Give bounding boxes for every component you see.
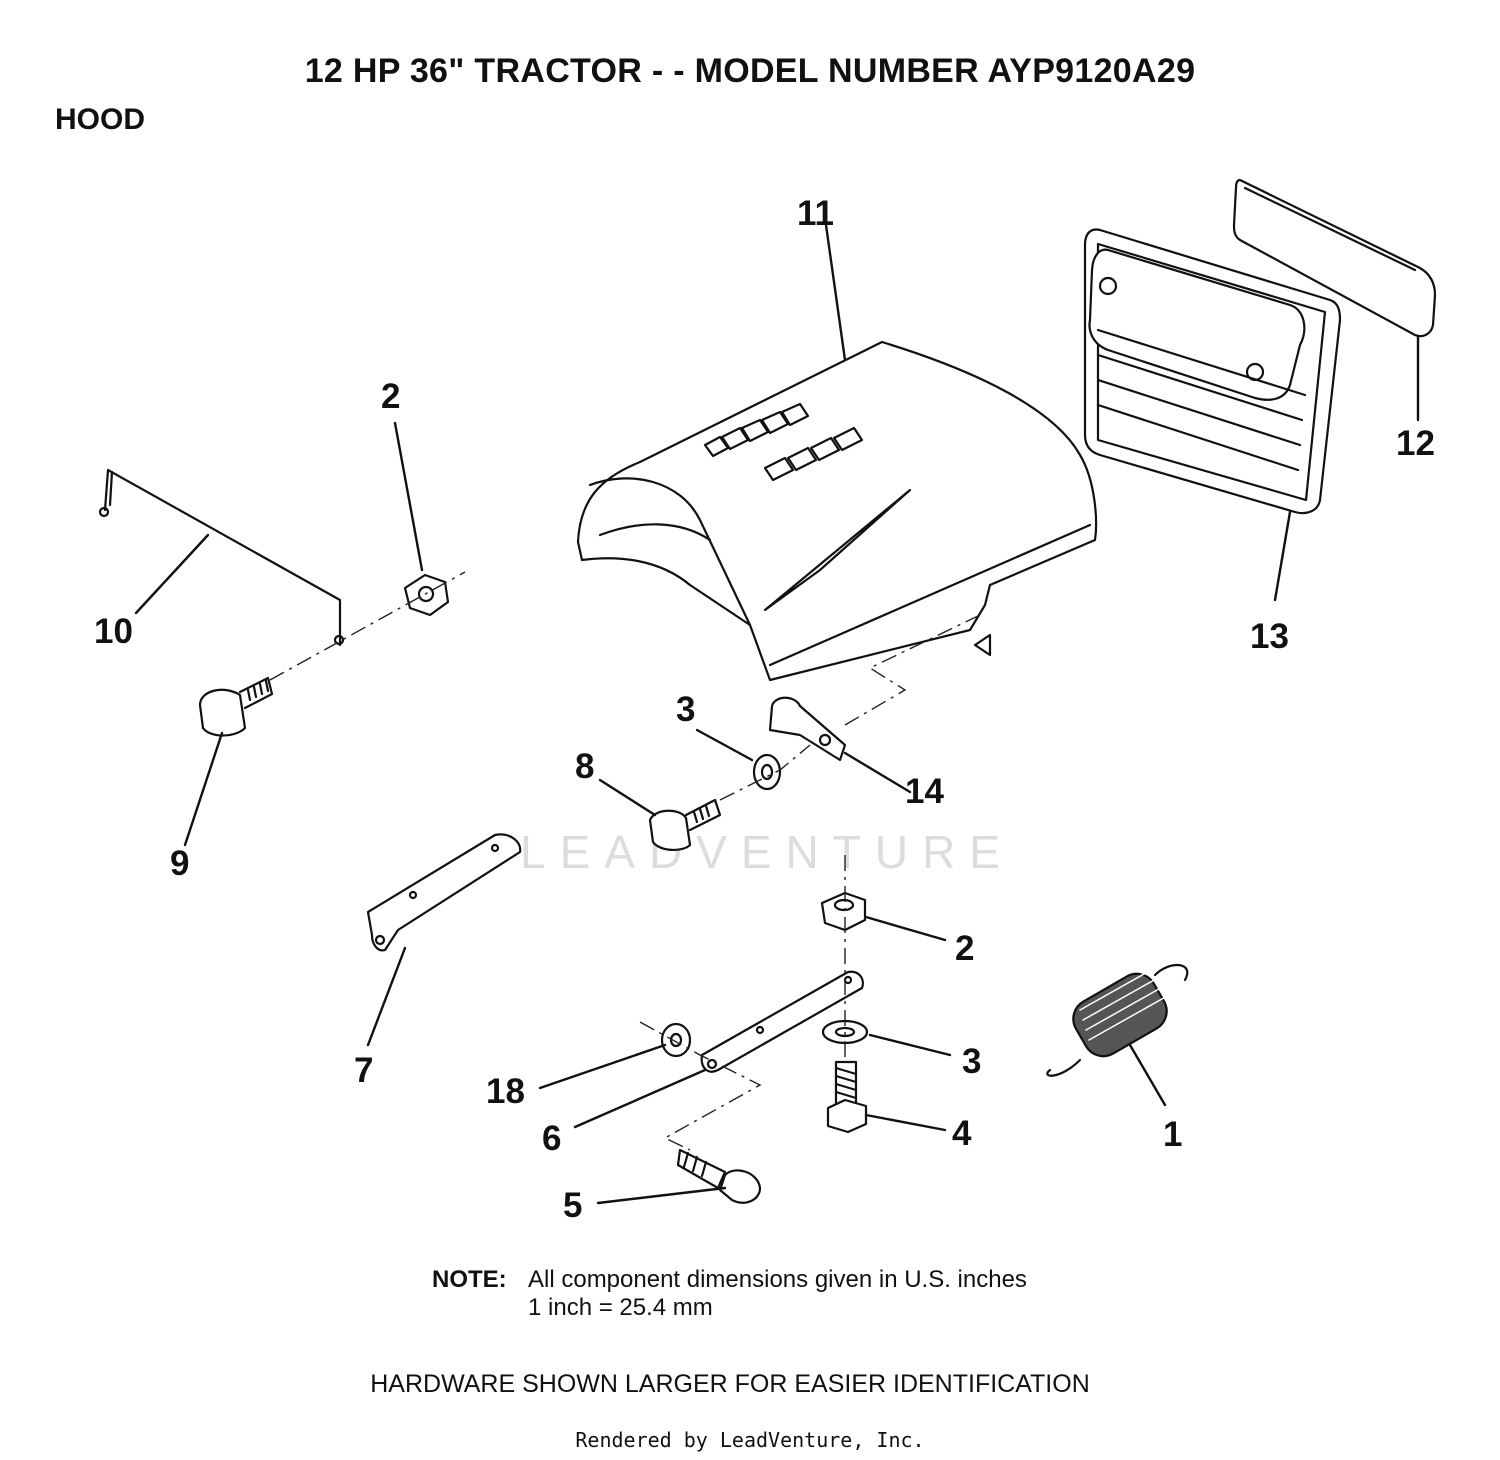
page-title: 12 HP 36" TRACTOR - - MODEL NUMBER AYP91… — [304, 52, 1196, 90]
callout-6: 6 — [542, 1119, 561, 1158]
shoulder-bolt-part[interactable] — [198, 676, 274, 737]
note-label: NOTE: — [432, 1266, 507, 1293]
footer-credit: Rendered by LeadVenture, Inc. — [575, 1428, 925, 1452]
callout-2-top: 2 — [381, 377, 400, 416]
section-title: HOOD — [55, 103, 145, 136]
callout-3-lower: 3 — [962, 1042, 981, 1081]
assembly-lines — [269, 571, 981, 1151]
grille-insert-part[interactable] — [1232, 178, 1437, 338]
leader-lines — [134, 223, 1420, 1205]
bolt-part[interactable] — [648, 798, 722, 851]
shoulder-bolt-lower-part[interactable] — [676, 1148, 762, 1204]
callout-5: 5 — [563, 1186, 582, 1225]
callout-7: 7 — [354, 1051, 373, 1090]
washer-upper-part[interactable] — [752, 753, 782, 791]
callout-13: 13 — [1250, 617, 1289, 656]
callout-8: 8 — [575, 747, 594, 786]
dimension-note: NOTE: All component dimensions given in U… — [432, 1266, 1027, 1322]
callout-1: 1 — [1163, 1115, 1182, 1154]
note-line-1: All component dimensions given in U.S. i… — [528, 1266, 1027, 1293]
callout-18: 18 — [486, 1072, 525, 1111]
grille-part[interactable] — [1083, 228, 1342, 515]
hood-part[interactable] — [576, 340, 1098, 682]
callout-12: 12 — [1396, 424, 1435, 463]
callout-9: 9 — [170, 844, 189, 883]
hood-rod-part[interactable] — [98, 468, 345, 647]
hardware-note: HARDWARE SHOWN LARGER FOR EASIER IDENTIF… — [370, 1370, 1090, 1398]
hood-bracket-part[interactable] — [768, 696, 847, 762]
flat-washer-part[interactable] — [660, 1022, 692, 1058]
hood-vents — [703, 402, 864, 482]
callout-10: 10 — [94, 612, 133, 651]
note-line-2: 1 inch = 25.4 mm — [528, 1294, 713, 1321]
hex-nut-top-part[interactable] — [403, 573, 450, 617]
hex-nut-lower-part[interactable] — [820, 891, 867, 932]
spring-part[interactable] — [1046, 963, 1189, 1077]
callout-11: 11 — [797, 194, 834, 233]
callout-4: 4 — [952, 1114, 972, 1153]
link-strap-part[interactable] — [700, 970, 864, 1073]
callout-labels: 11 12 13 2 10 9 3 14 8 7 2 3 18 6 4 1 5 — [94, 194, 1435, 1225]
callout-3-top: 3 — [676, 690, 695, 729]
support-bracket-part[interactable] — [366, 833, 522, 952]
callout-2-lower: 2 — [955, 929, 974, 968]
hex-bolt-part[interactable] — [826, 1060, 868, 1134]
watermark-text: LEADVENTURE — [520, 826, 1014, 878]
callout-14: 14 — [905, 772, 944, 811]
